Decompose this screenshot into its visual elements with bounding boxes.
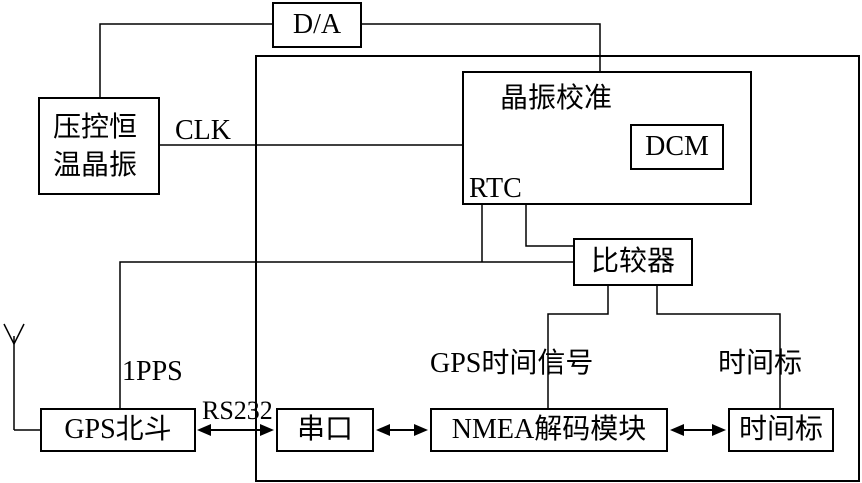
rtc-to-comparator-line [525,204,574,247]
serial-nmea-arrow-right-icon [414,424,428,436]
da-block: D/A [272,2,362,48]
vcxo-label-line1: 压控恒 [53,112,138,143]
comparator-gps-time-line [547,286,609,408]
pps-line [119,261,574,408]
rtc-label: RTC [469,173,522,204]
nmea-timestamp-arrow-left-icon [670,424,684,436]
timestamp-block: 时间标 [728,408,834,452]
gps-beidou-block: GPS北斗 [40,408,196,452]
vcxo-label-line2: 温晶振 [53,150,138,181]
calibration-label: 晶振校准 [500,83,613,114]
pps-signal-label: 1PPS [122,356,183,387]
comparator-block: 比较器 [573,238,693,286]
comparator-timestamp-line [656,286,781,408]
serial-port-block: 串口 [276,408,374,452]
rs232-arrow-left-icon [197,424,211,436]
timestamp-signal-label: 时间标 [718,348,803,379]
rs232-signal-label: RS232 [202,396,273,425]
da-to-calibration-line [361,23,601,72]
nmea-decoder-block: NMEA解码模块 [430,408,668,452]
vcxo-block: 压控恒 温晶振 [38,97,160,195]
serial-nmea-arrow-left-icon [376,424,390,436]
dcm-block: DCM [630,124,724,170]
clk-signal-label: CLK [175,115,231,146]
gps-time-signal-label: GPS时间信号 [430,348,594,379]
serial-port-label: 串口 [296,414,353,445]
dcm-label: DCM [645,131,709,162]
da-label: D/A [292,9,342,40]
nmea-decoder-label: NMEA解码模块 [451,414,647,445]
gps-beidou-label: GPS北斗 [64,414,172,445]
fpga-region-border [255,55,860,482]
vcxo-to-da-line [99,23,273,98]
timestamp-label: 时间标 [738,414,823,445]
rs232-arrow-right-icon [260,424,274,436]
comparator-label: 比较器 [590,246,675,277]
nmea-timestamp-arrow-right-icon [712,424,726,436]
antenna-icon [3,323,25,346]
